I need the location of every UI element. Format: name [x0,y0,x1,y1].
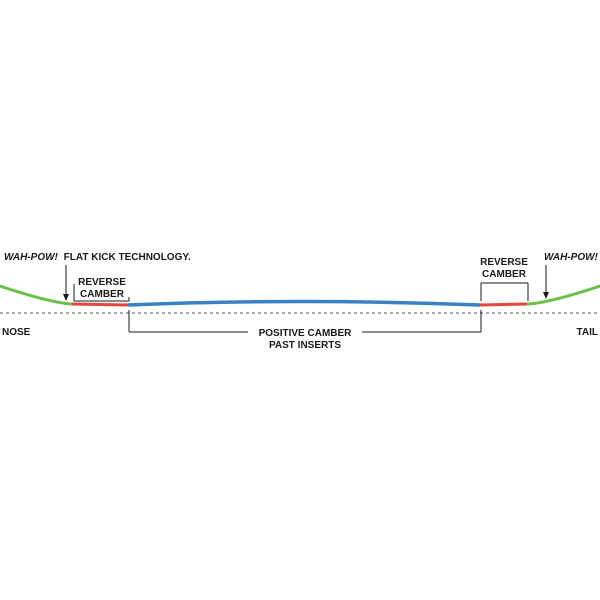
wahpow-left-arrowhead [63,294,69,301]
reverse-camber-right-line1: REVERSE [480,257,528,268]
positive-camber-line2: PAST INSERTS [269,340,341,351]
reverse-camber-right-line2: CAMBER [482,269,527,280]
positive-camber-segment [127,299,481,307]
positive-camber-line1: POSITIVE CAMBER [259,328,353,339]
reverse-camber-right-segment [479,302,529,307]
reverse-camber-left-line2: CAMBER [80,289,125,300]
reverse-camber-left-segment [71,302,129,307]
reverse-camber-right-bracket [480,282,529,301]
nose-label: NOSE [2,327,31,338]
wahpow-left-brand: WAH-POW! [4,252,59,263]
reverse-camber-left-bracket [73,284,130,302]
wahpow-left-label: WAH-POW! FLAT KICK TECHNOLOGY. [4,252,191,263]
nose-kick-segment [0,284,74,306]
wahpow-right-arrowhead [543,292,549,299]
wahpow-left-rest: FLAT KICK TECHNOLOGY. [64,252,191,263]
tail-kick-segment [526,284,600,306]
reverse-camber-left-line1: REVERSE [78,277,126,288]
tail-label: TAIL [577,327,598,338]
wahpow-right-label: WAH-POW! [544,252,599,263]
